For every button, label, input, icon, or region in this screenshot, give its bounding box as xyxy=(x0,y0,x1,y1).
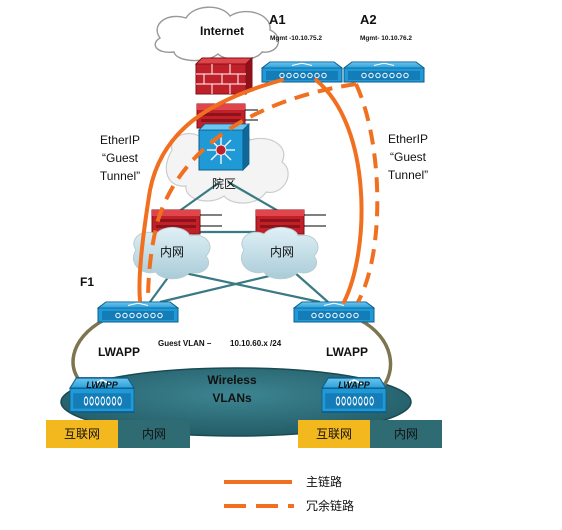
tunnel-right-line3: Tunnel” xyxy=(388,168,428,182)
guest-vlan-label: Guest VLAN – xyxy=(158,339,212,348)
access-point-left: LWAPP xyxy=(69,377,135,413)
ap-left-label: LWAPP xyxy=(86,380,119,390)
lan-links xyxy=(149,181,329,304)
intranet-left-label: 内网 xyxy=(160,245,184,259)
lwapp-left-label: LWAPP xyxy=(98,345,140,359)
bottom-right-intranet: 内网 xyxy=(394,427,418,441)
switch-right xyxy=(293,301,375,323)
tunnel-right-line2: “Guest xyxy=(390,150,427,164)
bottom-right-boxes: 互联网 内网 xyxy=(298,420,442,448)
redundant-links xyxy=(146,82,380,303)
a2-mgmt-label: Mgmt- 10.10.76.2 xyxy=(360,35,412,42)
primary-links xyxy=(137,78,364,304)
tunnel-left-line2: “Guest xyxy=(102,151,139,165)
router-right xyxy=(255,209,326,235)
ap-right-label: LWAPP xyxy=(338,380,371,390)
f1-label: F1 xyxy=(80,275,94,289)
vlans-label: VLANs xyxy=(212,391,252,405)
wireless-label: Wireless xyxy=(207,373,257,387)
switch-a1 xyxy=(261,61,343,83)
intranet-right-label: 内网 xyxy=(270,245,294,259)
legend-primary-label: 主链路 xyxy=(306,474,342,489)
legend-redundant-label: 冗余链路 xyxy=(306,498,354,513)
guest-subnet-label: 10.10.60.x /24 xyxy=(230,339,282,348)
a1-mgmt-label: Mgmt -10.10.75.2 xyxy=(270,35,322,42)
campus-label: 院区 xyxy=(212,177,236,191)
tunnel-right-line1: EtherIP xyxy=(388,132,428,146)
access-point-right: LWAPP xyxy=(321,377,387,413)
bottom-right-internet: 互联网 xyxy=(316,427,352,441)
tunnel-left-line3: Tunnel” xyxy=(100,169,140,183)
tunnel-left-line1: EtherIP xyxy=(100,133,140,147)
lwapp-right-label: LWAPP xyxy=(326,345,368,359)
legend: 主链路 冗余链路 xyxy=(224,474,354,513)
a1-label: A1 xyxy=(269,12,286,27)
bottom-left-internet: 互联网 xyxy=(64,427,100,441)
internet-cloud: Internet xyxy=(154,6,280,62)
switch-f1 xyxy=(97,301,179,323)
router-left xyxy=(151,209,222,235)
bottom-left-boxes: 互联网 内网 xyxy=(46,420,190,448)
firewall xyxy=(194,56,254,96)
switch-a2 xyxy=(343,61,425,83)
a2-label: A2 xyxy=(360,12,377,27)
internet-label: Internet xyxy=(200,24,244,38)
intranet-cloud-right: 内网 xyxy=(241,227,319,280)
campus-core xyxy=(196,103,258,171)
bottom-left-intranet: 内网 xyxy=(142,427,166,441)
